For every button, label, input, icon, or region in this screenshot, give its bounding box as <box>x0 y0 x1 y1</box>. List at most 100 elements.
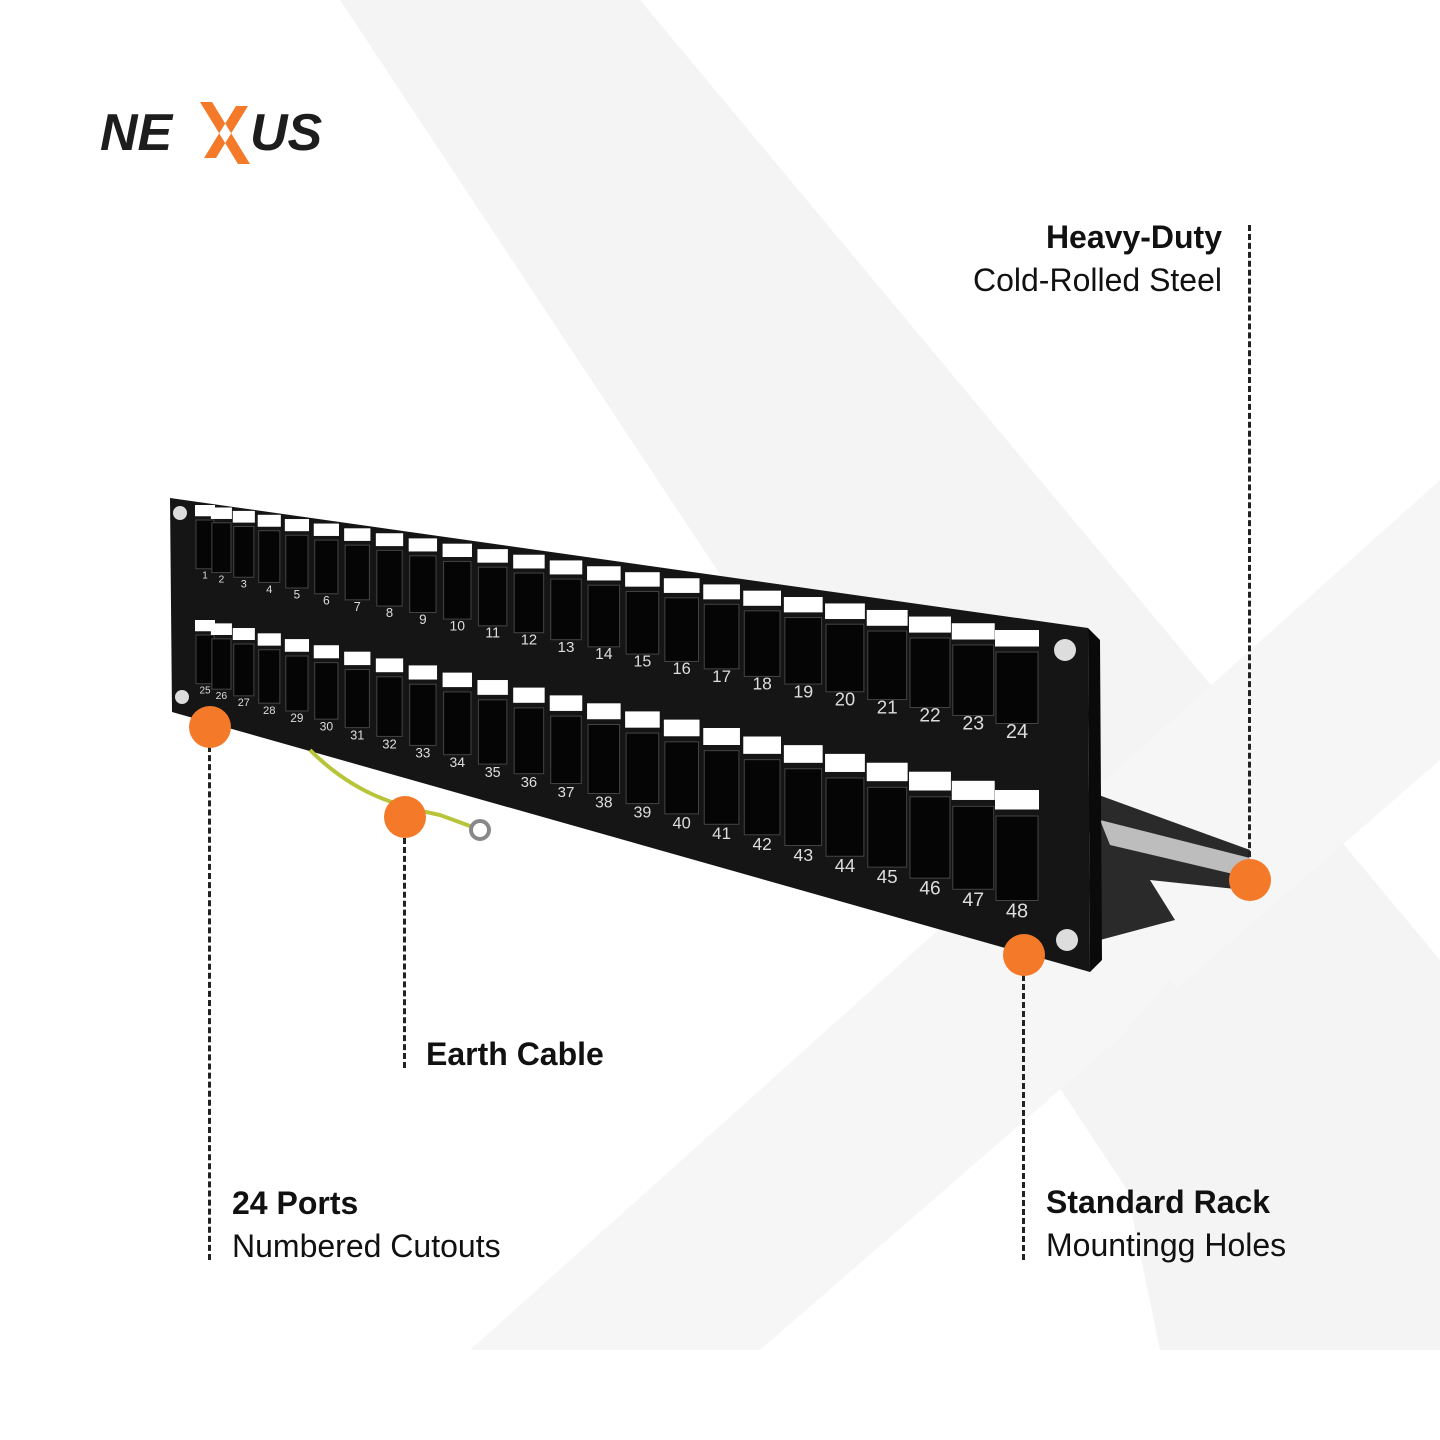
port-label-strip <box>625 572 660 587</box>
port-cutout <box>587 724 621 794</box>
port-label-strip <box>513 687 545 703</box>
port-cutout <box>995 651 1039 724</box>
port-cutout <box>513 707 545 775</box>
steel-title: Heavy-Duty <box>1045 219 1222 255</box>
port-number: 24 <box>1006 721 1028 743</box>
ports-marker[interactable] <box>189 706 231 748</box>
mounting-hole <box>1056 929 1078 951</box>
port-number: 12 <box>521 633 537 649</box>
port-cutout <box>195 634 215 685</box>
port-cutout <box>625 590 660 655</box>
port-number: 36 <box>521 775 537 791</box>
port-label-strip <box>825 603 865 620</box>
port-cutout <box>550 578 582 641</box>
nexus-logo: NE US <box>100 102 323 164</box>
port-label-strip <box>442 543 472 557</box>
port-number: 45 <box>877 866 898 887</box>
port-number: 14 <box>595 646 613 663</box>
rack-marker[interactable] <box>1003 934 1045 976</box>
port-cutout <box>995 815 1039 901</box>
port-number: 1 <box>202 571 208 582</box>
port-cutout <box>314 539 339 595</box>
port-cutout <box>211 522 232 574</box>
port-cutout <box>211 638 232 690</box>
port-number: 23 <box>962 713 984 735</box>
port-cutout <box>743 759 781 836</box>
panel-edge <box>1088 628 1102 972</box>
port-number: 19 <box>793 681 813 701</box>
port-cutout <box>314 662 339 720</box>
earth-marker[interactable] <box>384 796 426 838</box>
port-number: 18 <box>752 674 771 694</box>
port-label-strip <box>442 672 472 688</box>
port-cutout <box>285 534 309 589</box>
svg-text:US: US <box>250 104 323 162</box>
ports-leader-line <box>208 746 211 1260</box>
port-number: 34 <box>450 754 466 770</box>
steel-marker[interactable] <box>1229 859 1271 901</box>
port-cutout <box>443 691 472 756</box>
port-number: 6 <box>323 594 330 608</box>
port-number: 20 <box>835 688 855 709</box>
port-label-strip <box>210 623 232 635</box>
port-cutout <box>664 597 700 662</box>
port-label-strip <box>375 533 404 547</box>
port-label-strip <box>825 753 865 772</box>
port-number: 5 <box>294 589 301 602</box>
port-label-strip <box>625 711 660 728</box>
port-label-strip <box>344 651 371 666</box>
port-label-strip <box>995 630 1039 647</box>
port-number: 9 <box>419 612 427 627</box>
port-number: 46 <box>919 878 940 899</box>
steel-callout: Heavy-Duty Cold-Rolled Steel <box>973 216 1222 302</box>
port-label-strip <box>375 658 404 673</box>
ports-callout: 24 Ports Numbered Cutouts <box>232 1182 501 1268</box>
port-cutout <box>825 777 865 857</box>
port-number: 3 <box>241 578 247 590</box>
port-label-strip <box>284 519 310 532</box>
port-number: 28 <box>263 705 276 717</box>
port-number: 32 <box>382 736 397 751</box>
port-number: 39 <box>633 804 651 822</box>
port-cutout <box>513 572 545 634</box>
rack-leader-line <box>1022 975 1025 1260</box>
port-label-strip <box>995 790 1039 810</box>
port-label-strip <box>703 584 740 600</box>
port-number: 29 <box>290 712 303 725</box>
port-cutout <box>376 676 403 737</box>
port-label-strip <box>703 728 740 745</box>
port-label-strip <box>909 771 951 791</box>
port-cutout <box>285 655 309 712</box>
port-cutout <box>477 699 508 765</box>
port-label-strip <box>344 528 371 541</box>
rack-subtitle: Mountingg Holes <box>1046 1227 1287 1263</box>
port-label-strip <box>663 578 700 593</box>
mounting-hole <box>175 690 189 704</box>
rack-callout: Standard Rack Mountingg Holes <box>1046 1181 1286 1267</box>
svg-text:NE: NE <box>100 104 174 162</box>
port-label-strip <box>232 628 255 640</box>
port-cutout <box>233 643 255 697</box>
port-number: 40 <box>672 813 690 832</box>
port-cutout <box>233 526 255 578</box>
port-number: 15 <box>633 653 651 671</box>
port-label-strip <box>284 639 310 652</box>
port-number: 21 <box>877 696 898 717</box>
port-number: 25 <box>199 686 211 697</box>
port-cutout <box>703 603 740 670</box>
port-cutout <box>952 805 995 890</box>
port-label-strip <box>513 554 545 569</box>
port-label-strip <box>951 780 995 800</box>
earth-cable <box>308 748 471 828</box>
port-label-strip <box>549 695 583 711</box>
port-cutout <box>550 715 582 785</box>
port-label-strip <box>313 523 339 536</box>
port-number: 27 <box>238 697 250 709</box>
port-label-strip <box>587 566 621 581</box>
port-number: 42 <box>752 834 771 854</box>
port-cutout <box>258 649 281 704</box>
port-number: 41 <box>712 824 731 843</box>
port-number: 48 <box>1006 900 1028 922</box>
